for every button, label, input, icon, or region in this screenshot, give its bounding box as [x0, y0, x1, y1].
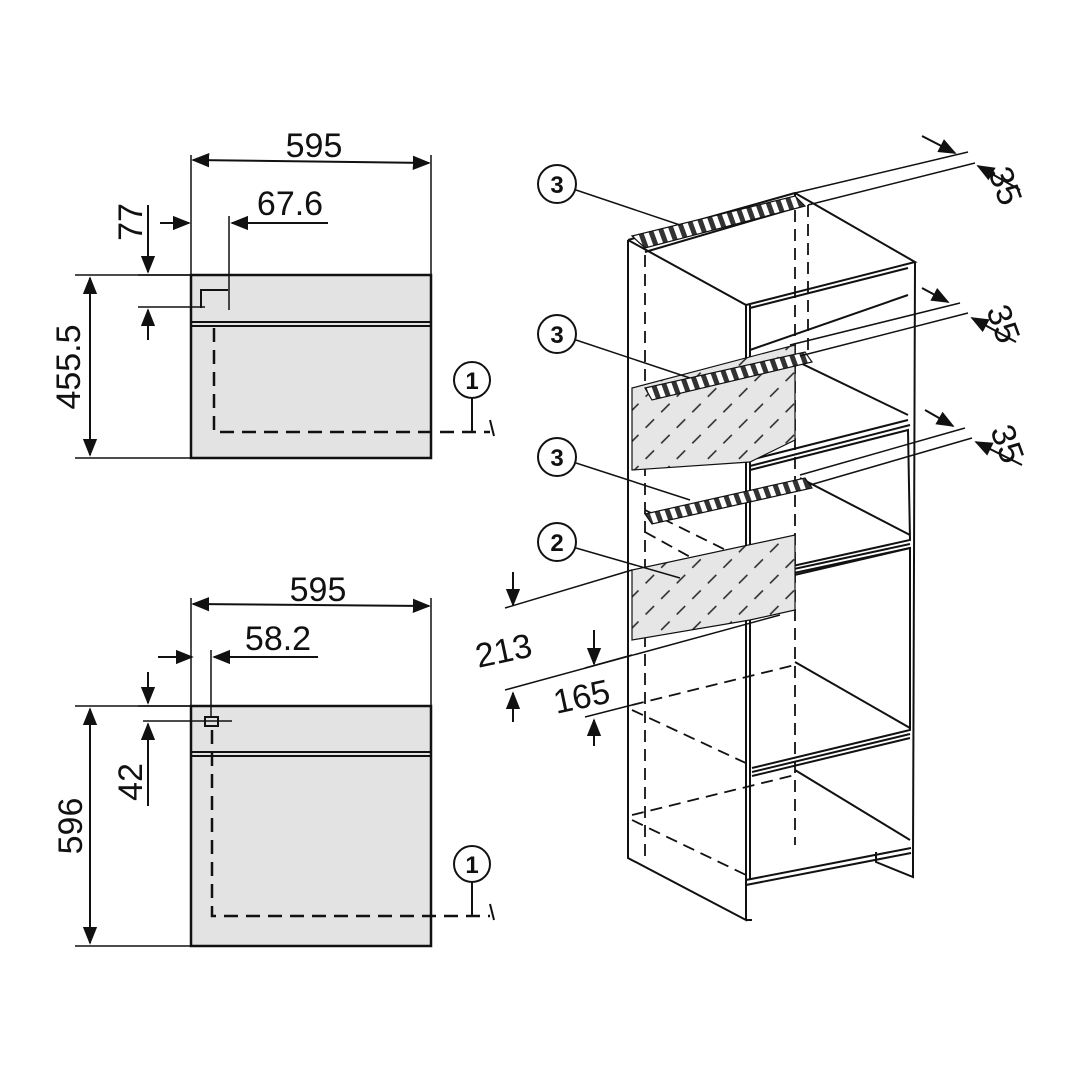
gap-lower-label: 35	[982, 420, 1031, 469]
callout-circle	[537, 522, 577, 562]
ventilation-opening-lower	[631, 534, 796, 641]
cable-path	[212, 328, 490, 434]
callout-number: 1	[465, 368, 478, 395]
cabinet-isometric: 35 35 35 213 165 3 3 3	[472, 135, 1031, 922]
front-view-top: 595 67.6 77 455.5 1	[50, 127, 495, 460]
height-label: 596	[52, 798, 90, 855]
vent-height-outer-label: 213	[472, 627, 535, 676]
width-dimension-line	[191, 153, 431, 170]
width-dimension-line	[191, 596, 431, 614]
gap-middle-label: 35	[978, 300, 1027, 349]
callout-number: 1	[465, 852, 478, 879]
width-label: 595	[286, 127, 343, 165]
depth-offset-label: 67.6	[257, 185, 323, 223]
depth-offset-label: 58.2	[245, 620, 311, 658]
appliance-front-bottom	[189, 704, 433, 948]
callout-grille-middle: 3	[550, 322, 563, 349]
appliance-front-top	[189, 273, 433, 460]
connection-marker	[200, 289, 228, 308]
callout-vent: 2	[550, 530, 563, 557]
callout-circle	[537, 437, 577, 477]
callout-circle	[537, 164, 577, 204]
top-offset-label: 77	[112, 203, 150, 241]
callout-circle	[537, 314, 577, 354]
width-label: 595	[290, 571, 347, 609]
ventilation-grille-lower	[643, 477, 814, 525]
callout-circle	[453, 361, 491, 399]
ventilation-grille-top	[630, 195, 807, 249]
callout-grille-lower: 3	[550, 445, 563, 472]
callout-grille-top: 3	[550, 172, 563, 199]
top-offset-label: 42	[112, 763, 150, 801]
ventilation-grille-middle	[644, 351, 813, 401]
callout-circle	[453, 845, 491, 883]
cable-path	[210, 730, 490, 918]
gap-top-label: 35	[980, 162, 1029, 211]
front-view-bottom: 595 58.2 42 596 1	[52, 571, 495, 948]
height-label: 455.5	[50, 324, 88, 409]
vent-height-inner-label: 165	[550, 673, 613, 722]
